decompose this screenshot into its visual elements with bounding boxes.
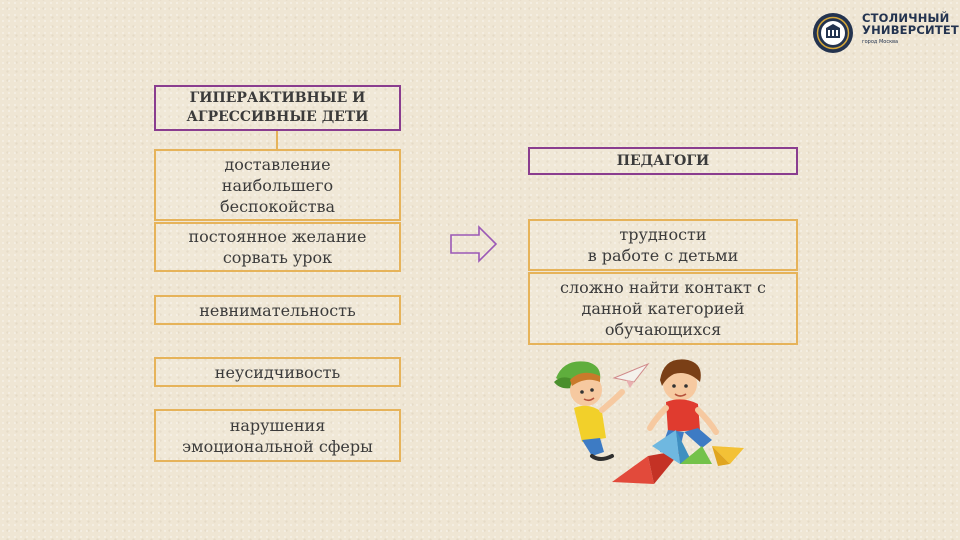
teachers-item-1: трудности в работе с детьми [528,219,798,271]
university-logo: СТОЛИЧНЫЙ УНИВЕРСИТЕТ город Москва [812,12,959,54]
right-arrow-icon [450,225,498,263]
connector-line [276,131,278,149]
children-title: ГИПЕРАКТИВНЫЕ И АГРЕССИВНЫЕ ДЕТИ [154,85,401,131]
children-item-5: нарушения эмоциональной сферы [154,409,401,462]
children-item-3: невнимательность [154,295,401,325]
logo-name: СТОЛИЧНЫЙ УНИВЕРСИТЕТ [862,11,959,37]
children-item-4: неусидчивость [154,357,401,387]
children-item-2: постоянное желание сорвать урок [154,222,401,272]
teachers-title: ПЕДАГОГИ [528,147,798,175]
university-seal-icon [813,13,853,53]
logo-subtitle: город Москва [862,39,899,45]
teachers-item-2: сложно найти контакт с данной категорией… [528,272,798,345]
children-playing-illustration [554,359,744,484]
children-item-1: доставление наибольшего беспокойства [154,149,401,221]
